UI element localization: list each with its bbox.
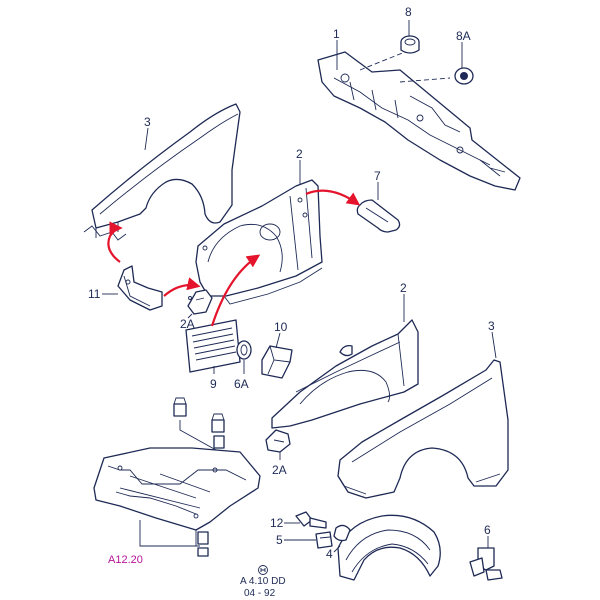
drawing-date: 04 - 92 — [244, 588, 276, 599]
bracket-11-part — [117, 265, 163, 311]
front-fender-lower-part — [337, 359, 509, 499]
callout-5: 5 — [276, 533, 283, 547]
bracket-10-part — [261, 345, 293, 379]
callout-labels: 1 8 8A 3 2 7 11 2A 9 10 6A 2 3 2A 12 5 4… — [88, 5, 495, 561]
callout-3-upper: 3 — [144, 115, 151, 129]
seal-7-part — [356, 199, 401, 233]
clip-2a-lower-part — [265, 429, 291, 453]
callout-8: 8 — [405, 5, 412, 19]
grommet-8-part — [400, 35, 420, 54]
assembly-arrows — [107, 189, 361, 327]
callout-9: 9 — [210, 377, 217, 391]
callout-2a-lower: 2A — [272, 463, 287, 477]
screw-5-part — [315, 531, 333, 549]
grommet-8a-part — [454, 67, 474, 85]
label-9-part — [185, 319, 241, 373]
callout-11: 11 — [88, 287, 101, 301]
drawing-code: A 4.10 DD — [240, 576, 286, 587]
callout-10: 10 — [274, 320, 288, 334]
drawing-code-block: A 4.10 DD 04 - 92 — [240, 565, 286, 599]
reference-link-a12-20[interactable]: A12.20 — [108, 554, 143, 566]
callout-12: 12 — [270, 516, 284, 530]
fasteners-group — [173, 397, 225, 451]
wheel-apron-lower-part — [271, 319, 419, 429]
drawing-code-symbol — [258, 565, 268, 575]
callout-2-upper: 2 — [296, 147, 303, 161]
grommet-6a-part — [236, 340, 252, 360]
bulkhead-panel-part — [317, 51, 521, 191]
callout-6a: 6A — [234, 377, 249, 391]
underbody-tray-part — [93, 447, 261, 557]
clip-2a-upper-part — [187, 289, 213, 315]
callout-1: 1 — [333, 27, 340, 41]
callout-4: 4 — [326, 547, 333, 561]
callout-3-lower: 3 — [488, 319, 495, 333]
small-fasteners-misc — [188, 296, 192, 300]
bolt-12-part — [295, 511, 327, 529]
wheel-liner-4-part — [333, 514, 441, 581]
callout-6: 6 — [484, 523, 491, 537]
front-fender-upper-part — [83, 103, 241, 241]
pin-6-part — [469, 547, 503, 581]
callout-2a-upper: 2A — [180, 317, 195, 331]
callout-7: 7 — [374, 169, 381, 183]
callout-8a: 8A — [456, 29, 471, 43]
leader-lines — [102, 20, 497, 553]
wheel-apron-upper-part — [195, 179, 323, 305]
callout-2-lower: 2 — [400, 281, 407, 295]
